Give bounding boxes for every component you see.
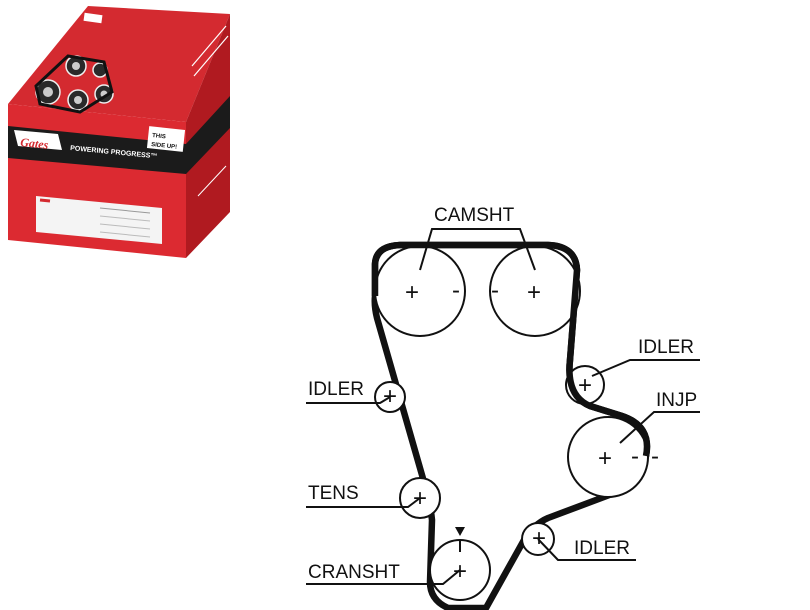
injp-minus-2: - <box>651 443 659 470</box>
gates-logo: Gates <box>14 130 62 152</box>
gates-logo-text: Gates <box>20 135 50 152</box>
box-top-pulley-artwork <box>34 54 114 114</box>
box-side-band <box>186 96 230 174</box>
this-side-up-line1: THIS <box>152 133 166 140</box>
box-front-label <box>36 196 162 244</box>
label-idler-top-right: IDLER <box>638 337 694 358</box>
injp-minus-1: - <box>631 443 639 470</box>
label-tensioner: TENS <box>308 483 359 504</box>
idler-left-plus: + <box>383 383 397 410</box>
label-camshaft: CAMSHT <box>434 205 515 226</box>
leader-lines <box>306 228 700 585</box>
camshaft-left-plus: + <box>405 279 419 306</box>
crankshaft-plus: + <box>453 558 467 585</box>
box-top-logo <box>83 12 103 24</box>
this-side-up-line2: SIDE UP! <box>151 142 178 151</box>
camshaft-left-minus: - <box>452 277 460 304</box>
camshaft-right-minus: - <box>491 277 499 304</box>
idler-top-right-plus: + <box>578 372 592 399</box>
injp-plus: + <box>598 445 612 472</box>
timing-mark-triangle <box>455 527 465 536</box>
product-box: Gates POWERING PROGRESS™ THIS SIDE UP! <box>8 6 230 258</box>
this-side-up-badge: THIS SIDE UP! <box>146 126 186 152</box>
box-top-face <box>8 6 230 122</box>
idler-bottom-right-plus: + <box>532 525 546 552</box>
label-idler-bottom-right: IDLER <box>574 538 630 559</box>
label-idler-left: IDLER <box>308 379 364 400</box>
label-injection-pump: INJP <box>656 390 697 411</box>
camshaft-right-plus: + <box>527 279 541 306</box>
label-crankshaft: CRANSHT <box>308 562 400 583</box>
belt-routing-diagram: + - - + + - - + + + + + CAMSHT <box>306 205 700 610</box>
